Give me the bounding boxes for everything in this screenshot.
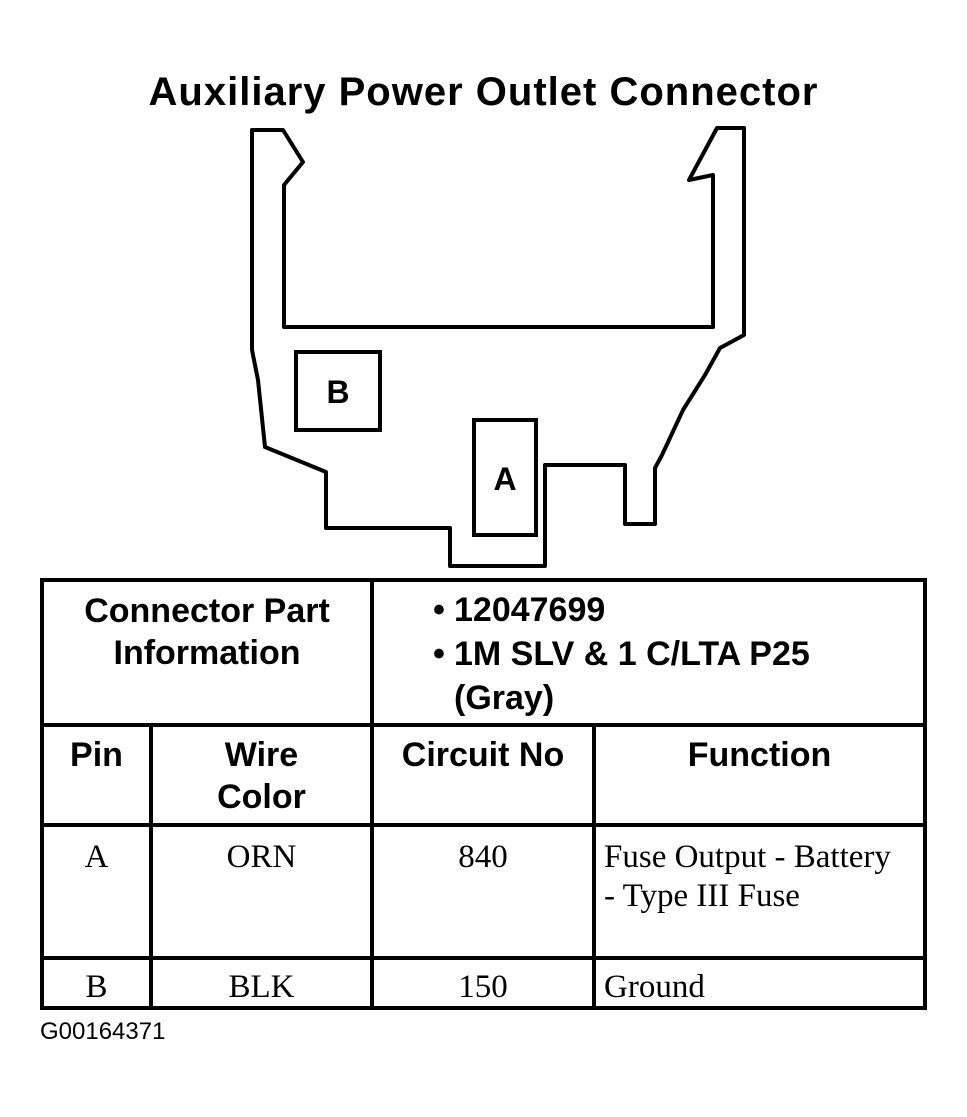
part-info-label: Connector Part Information [84,592,330,672]
cavity-b [294,350,382,432]
part-info-list: • 12047699 • 1M SLV & 1 C/LTA P25 (Gray) [424,588,919,720]
bullet-icon: • [433,591,445,629]
row-a-wire-color: ORN [226,839,297,875]
connector-table: Connector Part Information • 12047699 • … [40,578,927,1010]
pin-label-a: A [493,461,516,497]
header-wire-color: Wire Color [217,736,306,816]
part-info-item: • 1M SLV & 1 C/LTA P25 (Gray) [424,632,919,720]
row-b-function: Ground [604,969,705,1005]
header-circuit-no: Circuit No [401,736,565,774]
row-a-circuit-no: 840 [458,839,508,875]
diagram-title: Auxiliary Power Outlet Connector [148,70,819,114]
header-function: Function [687,736,832,774]
cavity-a [472,418,538,537]
connector-outline: B A [250,126,746,568]
row-b-circuit-no: 150 [458,969,508,1005]
row-a-pin: A [84,839,109,875]
row-b-pin: B [85,969,108,1005]
header-pin: Pin [70,736,123,774]
figure-id: G00164371 [40,1018,166,1045]
part-info-item: • 12047699 [424,588,919,632]
row-a-function: Fuse Output - Battery - Type III Fuse [604,839,891,914]
connector-body [250,126,746,568]
row-b-wire-color: BLK [228,969,295,1005]
pin-label-b: B [326,374,349,410]
bullet-icon: • [433,635,445,673]
